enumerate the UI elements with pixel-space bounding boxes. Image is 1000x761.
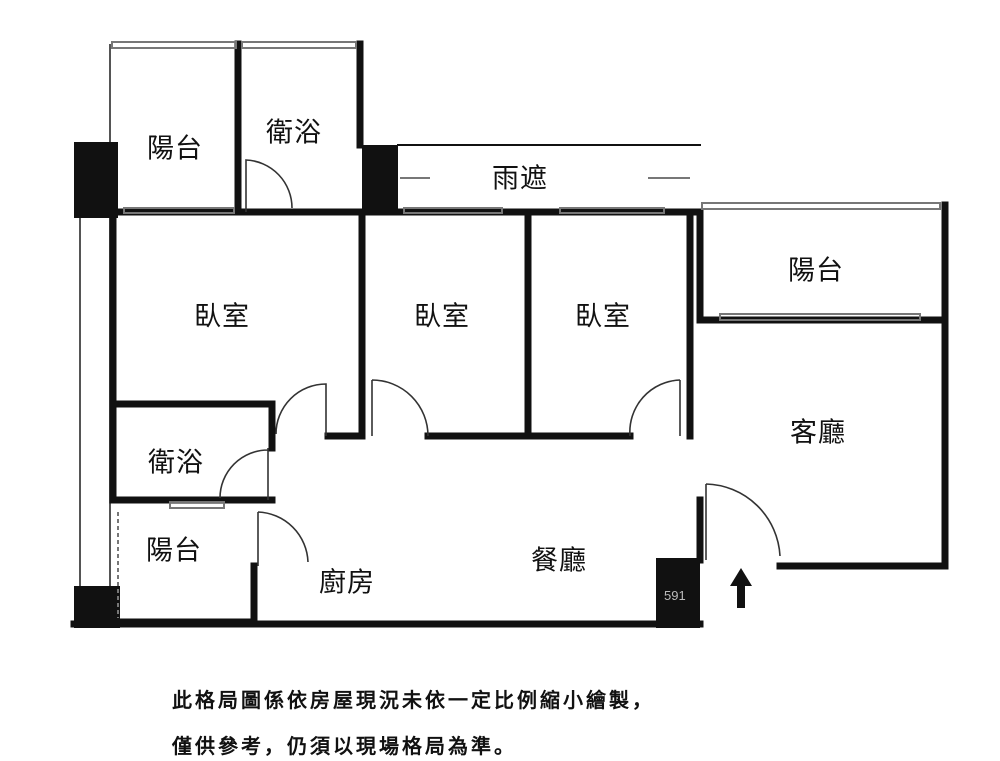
door-swings bbox=[219, 159, 781, 566]
room-label-bedroom: 臥室 bbox=[194, 301, 250, 333]
room-label-kitchen: 廚房 bbox=[319, 567, 375, 599]
disclaimer-line-1: 此格局圖係依房屋現況未依一定比例縮小繪製， bbox=[172, 688, 655, 712]
room-label-balcony: 陽台 bbox=[147, 133, 203, 165]
walls bbox=[70, 40, 949, 628]
room-label-bedroom: 臥室 bbox=[414, 301, 470, 333]
columns bbox=[74, 142, 700, 628]
outer-thin-lines bbox=[79, 44, 111, 586]
room-label-balcony: 陽台 bbox=[146, 535, 202, 567]
room-label-bedroom: 臥室 bbox=[575, 301, 631, 333]
room-label-living-room: 客廳 bbox=[790, 417, 846, 449]
room-label-dining-room: 餐廳 bbox=[531, 545, 587, 577]
disclaimer-line-2: 僅供參考，仍須以現場格局為準。 bbox=[172, 734, 517, 758]
room-label-bathroom: 衛浴 bbox=[148, 447, 204, 479]
room-label-bathroom: 衛浴 bbox=[266, 117, 322, 149]
windows bbox=[111, 41, 941, 618]
room-label-balcony: 陽台 bbox=[788, 255, 844, 287]
watermark: 591 bbox=[664, 588, 686, 603]
room-label-canopy: 雨遮 bbox=[492, 163, 548, 195]
